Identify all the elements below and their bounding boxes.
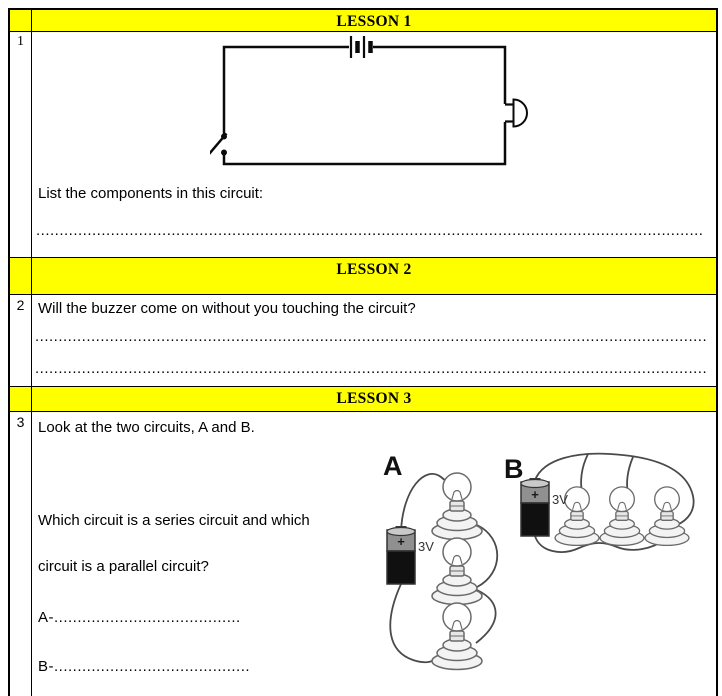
circuit-b-parallel-image: + 3V B: [504, 452, 695, 553]
bulb-icon: [599, 486, 645, 547]
lesson3-header-number-cell: [10, 387, 32, 411]
switch-contact-bottom-icon: [221, 149, 227, 156]
bulb-icon: [644, 486, 690, 547]
question2-prompt: Will the buzzer come on without you touc…: [38, 300, 416, 317]
circuit-wire-top-left: [222, 45, 349, 134]
circuit-a-wire-2: [476, 524, 499, 588]
circuit-a-battery-plus: +: [397, 534, 405, 549]
question3-line2: circuit is a parallel circuit?: [38, 558, 209, 575]
buzzer-stubs-icon: [505, 103, 514, 123]
question3-prompt: Look at the two circuits, A and B.: [38, 419, 255, 436]
question2-row: 2 Will the buzzer come on without you to…: [10, 295, 716, 387]
circuit-a-label: A: [383, 451, 403, 481]
question2-cell: Will the buzzer come on without you touc…: [32, 295, 716, 386]
question1-row: 1: [10, 32, 716, 258]
buzzer-icon: [512, 98, 528, 128]
circuit-a-battery-voltage: 3V: [418, 539, 434, 554]
worksheet-table: LESSON 1 1: [8, 8, 718, 696]
question1-cell: List the components in this circuit: ...…: [32, 32, 716, 257]
lesson2-header-cell: LESSON 2: [32, 258, 716, 294]
question3-cell: Look at the two circuits, A and B. Which…: [32, 412, 716, 696]
lesson1-header-cell: LESSON 1: [32, 10, 716, 31]
bulb-icon: [431, 602, 483, 671]
question2-number: 2: [10, 295, 32, 386]
circuit-b-battery-plus: +: [531, 487, 539, 502]
bulb-icon: [431, 472, 483, 541]
battery-short-plates-icon: [355, 41, 373, 53]
answer-a-line: A-......................................…: [38, 609, 241, 626]
battery-long-plates-icon: [349, 36, 366, 58]
switch-contact-top-icon: [221, 133, 227, 140]
circuit-a-wire-3: [475, 589, 497, 644]
answer-b-line: B-......................................…: [38, 658, 251, 675]
bulb-icon: [431, 537, 483, 606]
lesson3-header-cell: LESSON 3: [32, 387, 716, 411]
question3-row: 3 Look at the two circuits, A and B. Whi…: [10, 412, 716, 696]
lesson2-header-number-cell: [10, 258, 32, 294]
lesson3-header-row: LESSON 3: [10, 387, 716, 412]
circuit-b-wire-drop-1: [580, 453, 589, 493]
question2-answer-line-2: ........................................…: [35, 360, 707, 377]
question3-number: 3: [10, 412, 32, 696]
circuit-b-wire-drop-2: [626, 456, 634, 494]
lesson2-header-row: LESSON 2: [10, 258, 716, 295]
circuit-diagram-battery-buzzer-switch: [210, 36, 528, 166]
lesson1-header-row: LESSON 1: [10, 10, 716, 32]
question3-line1: Which circuit is a series circuit and wh…: [38, 512, 310, 529]
lesson1-title: LESSON 1: [336, 13, 412, 30]
circuit-a-wire-4: [389, 583, 436, 664]
circuit-b-wire-top: [534, 452, 695, 526]
circuit-b-wire-bottom: [534, 535, 665, 553]
question1-number: 1: [10, 32, 32, 257]
question1-prompt: List the components in this circuit:: [38, 185, 264, 202]
lesson3-title: LESSON 3: [336, 390, 412, 407]
lesson1-header-number-cell: [10, 10, 32, 31]
circuit-b-battery-voltage: 3V: [552, 492, 568, 507]
circuit-a-series-image: + 3V A: [383, 451, 499, 671]
circuit-wire-bottom: [222, 122, 507, 166]
lesson2-title: LESSON 2: [336, 261, 412, 278]
circuit-b-label: B: [504, 454, 524, 484]
question1-answer-line: ........................................…: [36, 222, 704, 239]
question2-answer-line-1: ........................................…: [35, 328, 707, 345]
circuit-wire-top-right: [373, 45, 507, 104]
